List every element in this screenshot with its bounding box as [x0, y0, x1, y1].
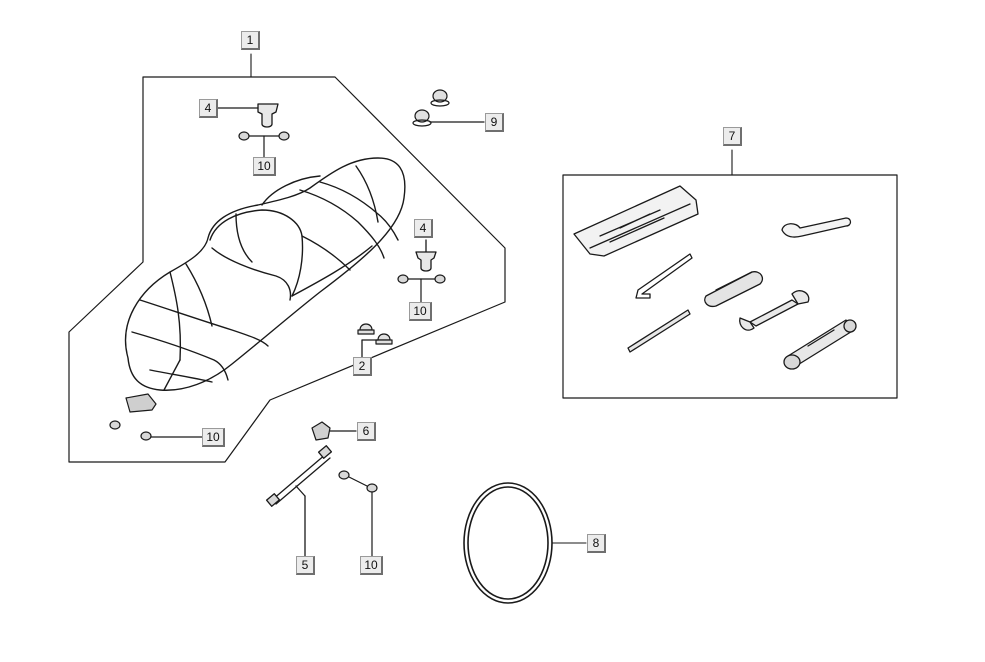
seat-illustration — [124, 157, 406, 391]
callout-4-right: 4 — [414, 219, 433, 238]
part-9-caps — [412, 89, 485, 127]
callout-10-bottom: 10 — [360, 556, 383, 575]
callout-8: 8 — [587, 534, 606, 553]
callout-2: 2 — [353, 357, 372, 376]
part-10-nuts-right — [397, 274, 446, 303]
callout-5: 5 — [296, 556, 315, 575]
callout-7: 7 — [723, 127, 742, 146]
tool-kit-outline — [562, 174, 898, 399]
part-4-bracket-right — [415, 239, 437, 272]
callout-9: 9 — [485, 113, 504, 132]
callout-10-top: 10 — [253, 157, 276, 176]
part-10-nuts-top — [238, 131, 290, 158]
part-10-nuts-bottom-left — [109, 420, 203, 441]
callout-6: 6 — [357, 422, 376, 441]
callout-1: 1 — [241, 31, 260, 50]
tool-kit-items — [573, 185, 857, 370]
callout-10-bottom-left: 10 — [202, 428, 225, 447]
seat-group-outline — [68, 76, 506, 463]
part-5-stay-rod — [265, 445, 333, 557]
rubber-block — [125, 393, 157, 413]
callout-10-right: 10 — [409, 302, 432, 321]
part-6-clip — [311, 421, 357, 441]
part-2-buffers — [357, 323, 393, 358]
part-8-band — [463, 482, 587, 604]
part-4-bracket-top — [217, 103, 279, 128]
callout-4-top: 4 — [199, 99, 218, 118]
part-10-nuts-bottom — [338, 470, 378, 557]
